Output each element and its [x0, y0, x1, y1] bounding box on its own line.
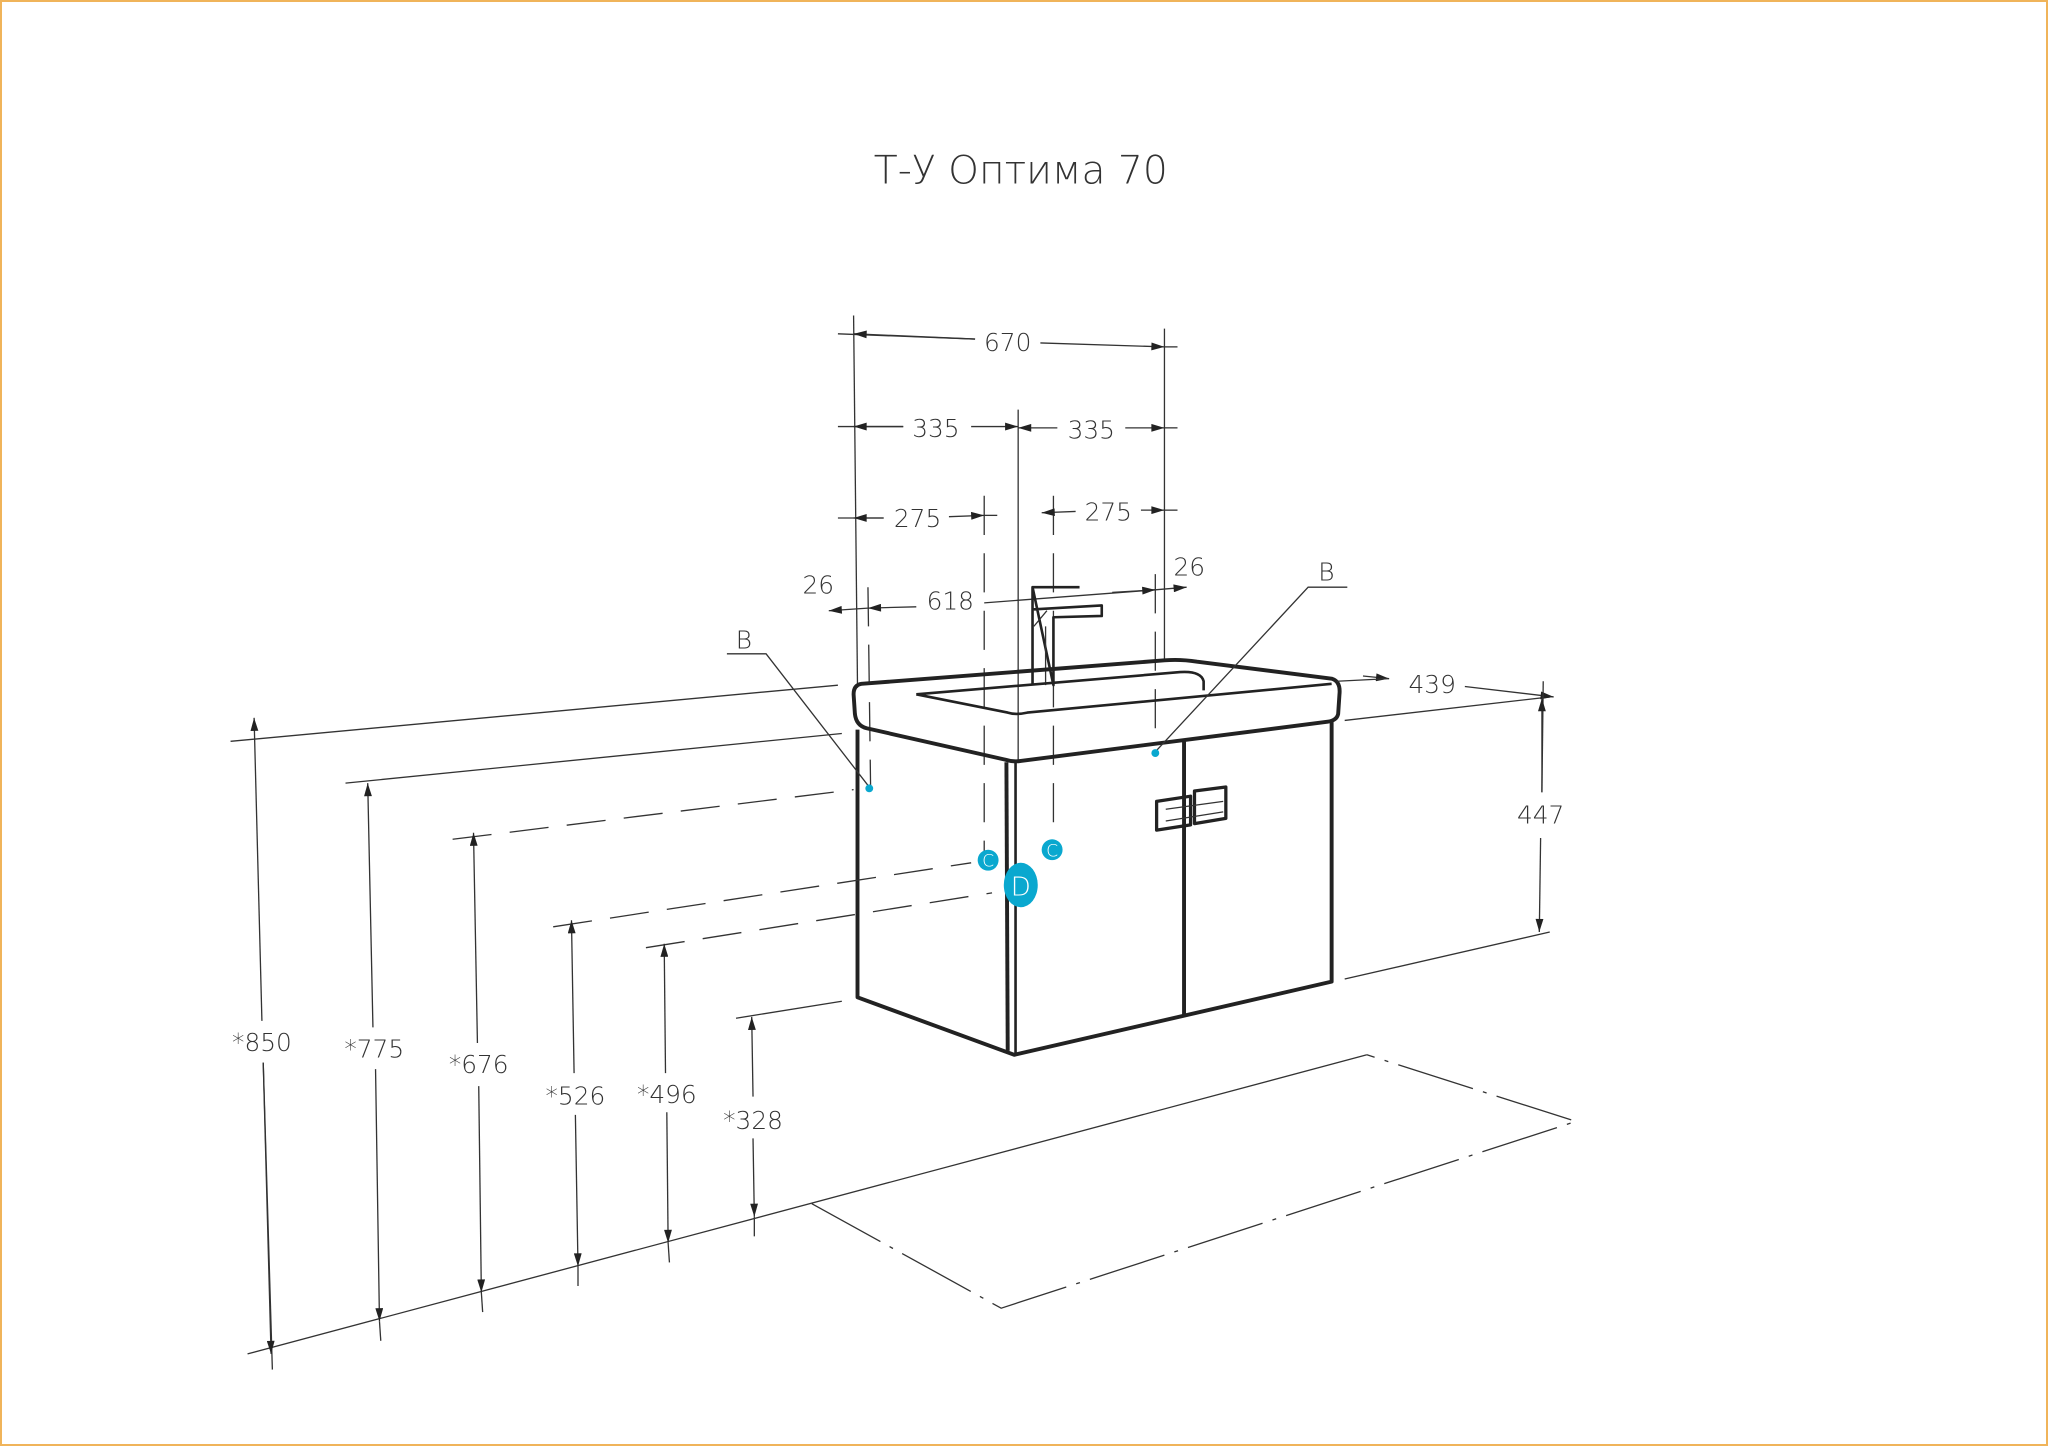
- height-850: *850: [232, 1028, 292, 1057]
- width-dimensions: 670 335 335 275 275 618 26 26: [803, 328, 1206, 616]
- dim-26-right: 26: [1173, 552, 1205, 581]
- callout-b-right: B: [1318, 558, 1334, 587]
- marker-c-right: C: [1041, 839, 1063, 861]
- callout-b-left: B: [736, 626, 752, 655]
- height-526: *526: [546, 1081, 606, 1110]
- callouts: B B C C D: [726, 558, 1348, 908]
- drawing-title: Т-У Оптима 70: [874, 149, 1168, 194]
- vanity-unit: [851, 657, 1342, 1057]
- dim-439: 439: [1409, 670, 1456, 699]
- height-676: *676: [449, 1050, 509, 1079]
- dim-670: 670: [984, 328, 1031, 357]
- dim-618: 618: [927, 586, 974, 615]
- height-496: *496: [637, 1080, 697, 1109]
- dim-275-right: 275: [1085, 498, 1132, 527]
- svg-text:D: D: [1011, 872, 1031, 902]
- door-handle: [1154, 785, 1228, 832]
- faucet: [1031, 585, 1104, 687]
- wall-reference-lines: [230, 684, 1579, 1355]
- height-775: *775: [344, 1034, 404, 1063]
- extension-lines: [852, 315, 1166, 852]
- dim-335-left: 335: [912, 414, 959, 443]
- dim-26-left: 26: [803, 571, 835, 600]
- marker-c-left: C: [977, 849, 999, 872]
- dim-275-left: 275: [894, 504, 941, 533]
- depth-height-dimensions: 439 447: [1336, 670, 1564, 933]
- dim-335-right: 335: [1068, 415, 1115, 444]
- dim-447: 447: [1517, 801, 1564, 830]
- height-dimensions: *850 *775 *676 *526 *496 *328: [232, 717, 783, 1370]
- svg-text:C: C: [982, 852, 994, 872]
- marker-d: D: [1003, 862, 1038, 908]
- svg-text:C: C: [1046, 841, 1058, 861]
- height-328: *328: [723, 1106, 783, 1135]
